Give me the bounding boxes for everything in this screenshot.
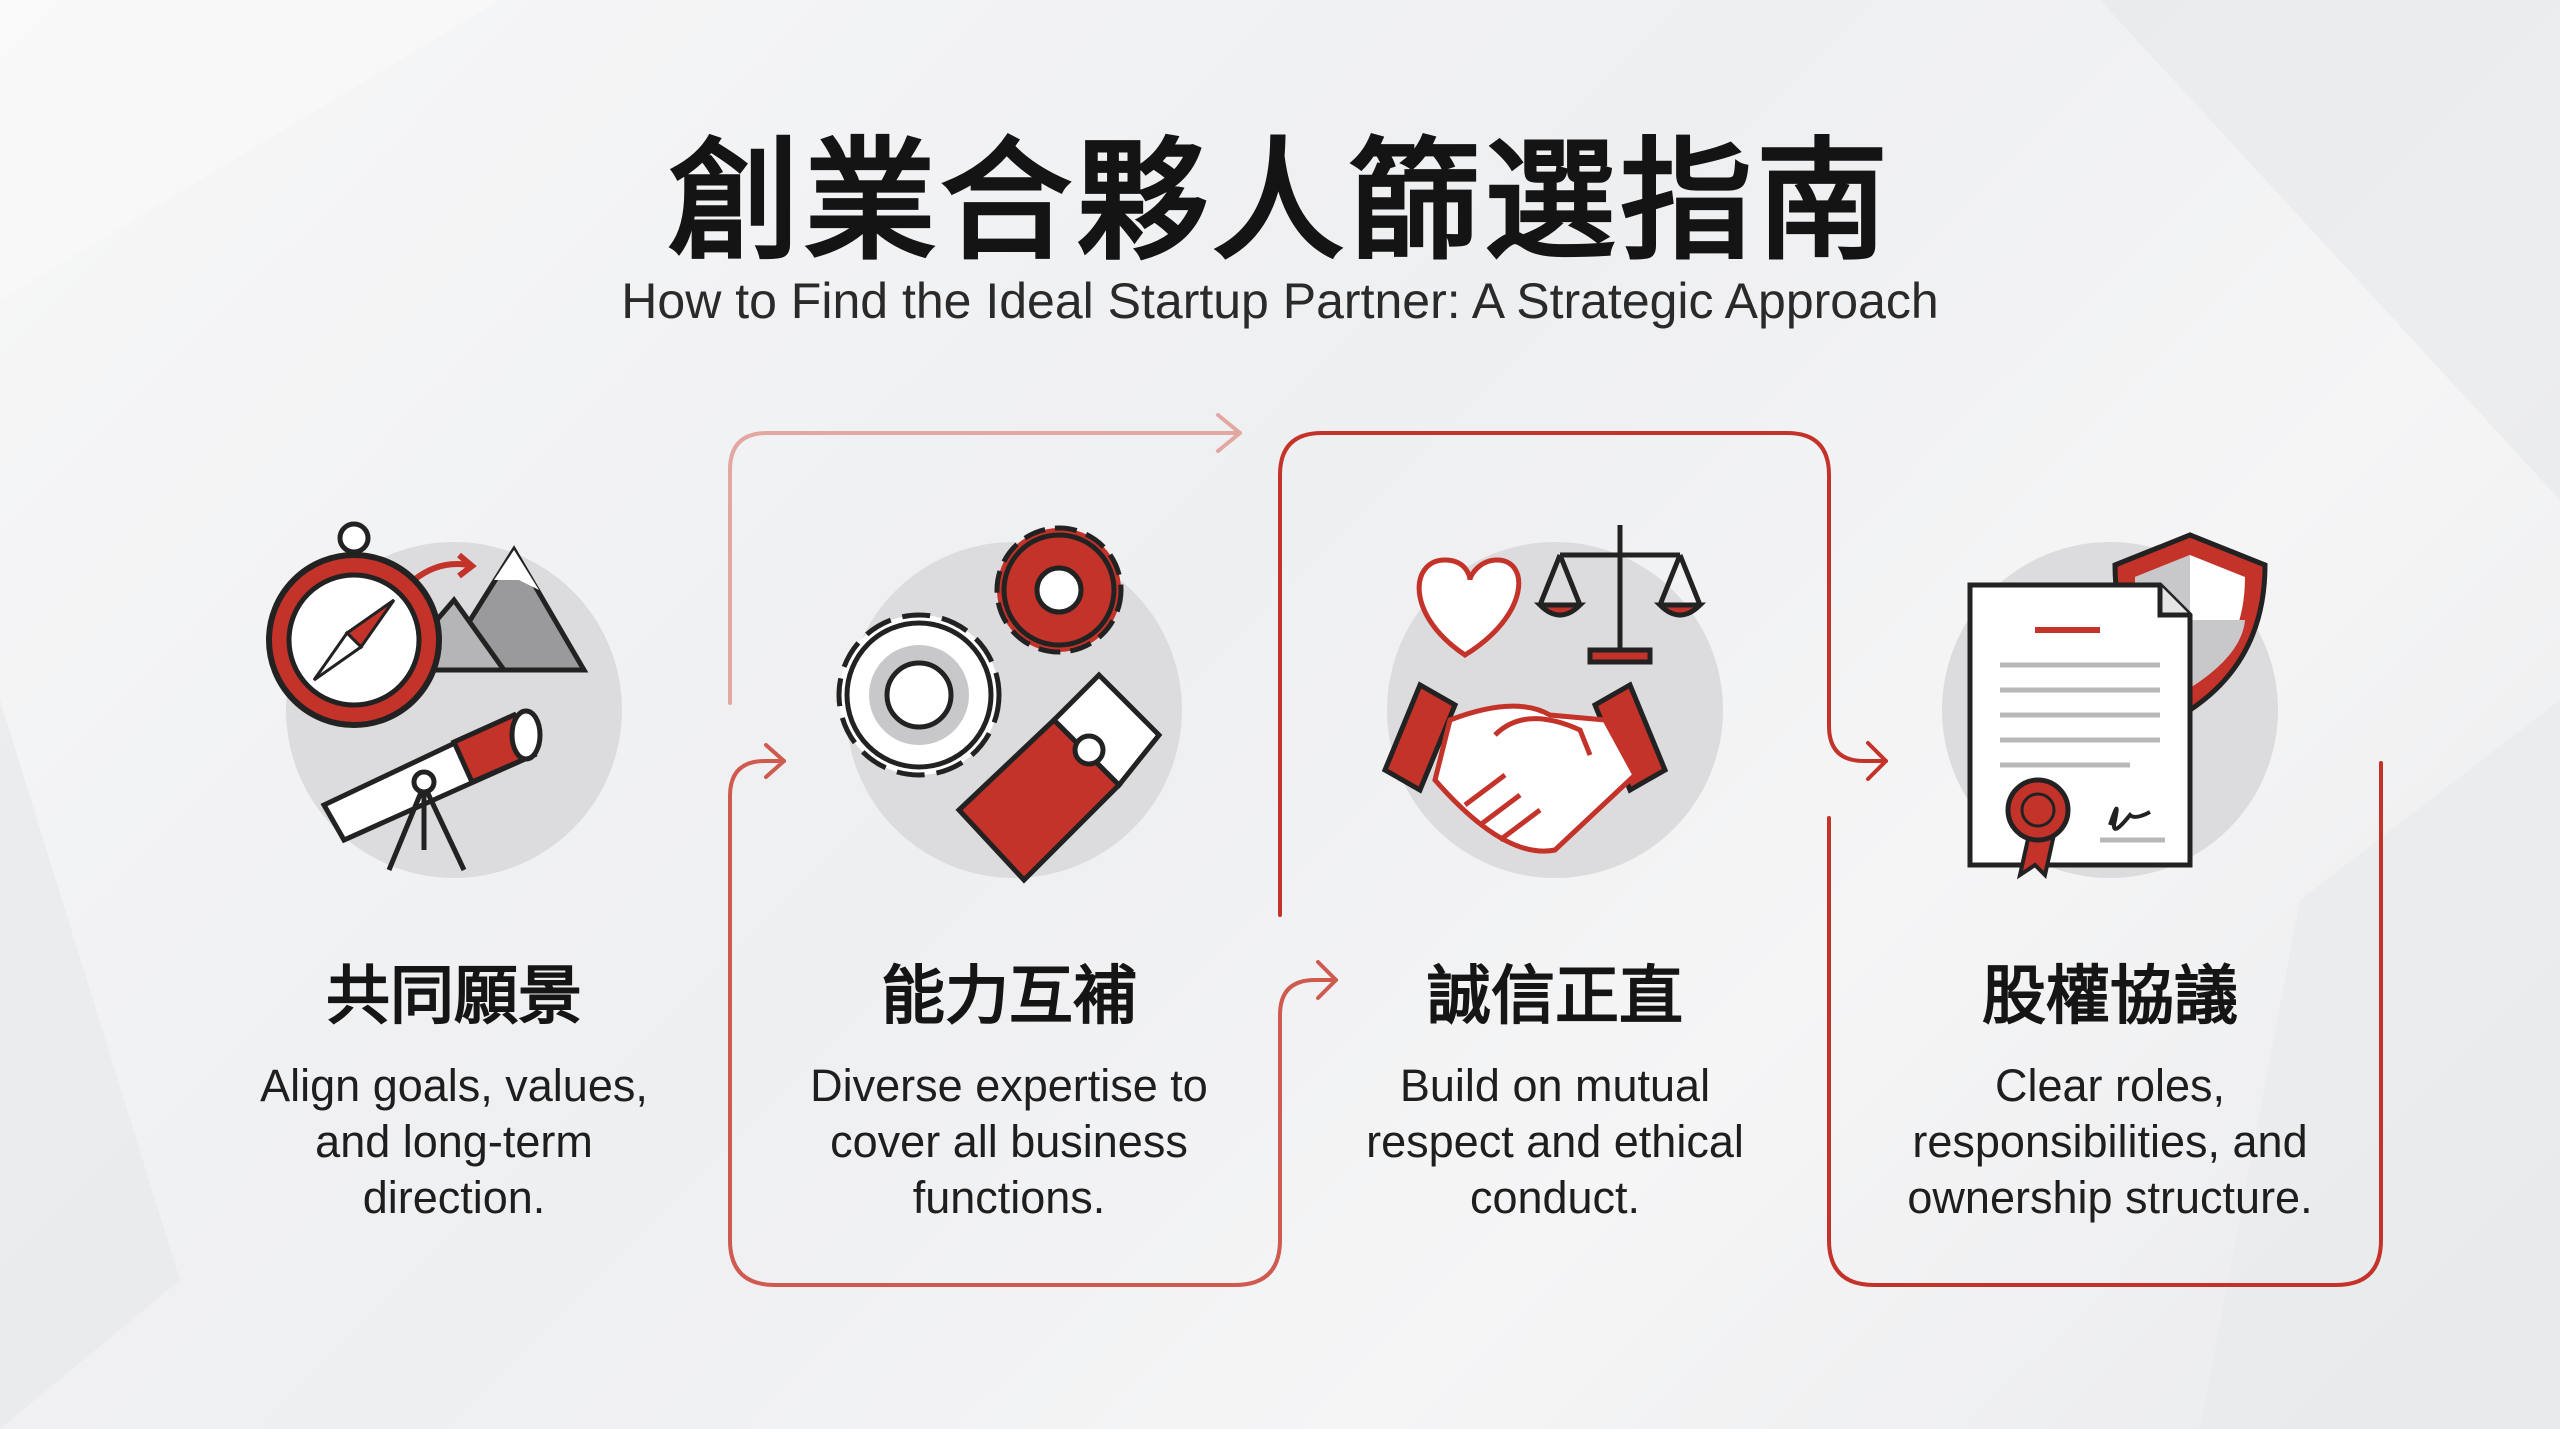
connector-1 <box>728 413 1242 705</box>
connector-4 <box>1827 761 2383 1287</box>
desc-line: Align goals, values, <box>260 1060 648 1111</box>
step-heading: 能力互補 <box>881 960 1137 1034</box>
page-title: 創業合夥人篩選指南 <box>668 124 1892 279</box>
connector-3 <box>1278 431 1888 917</box>
desc-line: conduct. <box>1469 1172 1641 1223</box>
desc-line: respect and ethical <box>1366 1116 1744 1167</box>
contract-shield-icon <box>1942 532 2278 880</box>
compass-telescope-mountain-icon <box>266 521 622 878</box>
page-subtitle: How to Find the Ideal Startup Partner: A… <box>621 273 1939 329</box>
desc-line: direction. <box>362 1172 546 1223</box>
desc-line: Build on mutual <box>1399 1060 1711 1111</box>
step-heading: 股權協議 <box>1982 960 2238 1034</box>
step-description: Build on mutual respect and ethical cond… <box>1295 1058 1815 1226</box>
handshake-scale-heart-icon <box>1381 525 1723 878</box>
step-description: Align goals, values, and long-term direc… <box>194 1058 714 1226</box>
desc-line: responsibilities, and <box>1912 1116 2308 1167</box>
step-description: Diverse expertise to cover all business … <box>749 1058 1269 1226</box>
desc-line: functions. <box>912 1172 1106 1223</box>
gears-puzzle-icon <box>836 525 1182 884</box>
connector-2 <box>728 743 1338 1287</box>
step-description: Clear roles, responsibilities, and owner… <box>1850 1058 2370 1226</box>
step-heading: 共同願景 <box>326 960 582 1034</box>
desc-line: ownership structure. <box>1907 1172 2313 1223</box>
desc-line: Diverse expertise to <box>810 1060 1208 1111</box>
step-heading: 誠信正直 <box>1427 960 1683 1034</box>
desc-line: Clear roles, <box>1994 1060 2226 1111</box>
desc-line: cover all business <box>830 1116 1188 1167</box>
desc-line: and long-term <box>315 1116 593 1167</box>
